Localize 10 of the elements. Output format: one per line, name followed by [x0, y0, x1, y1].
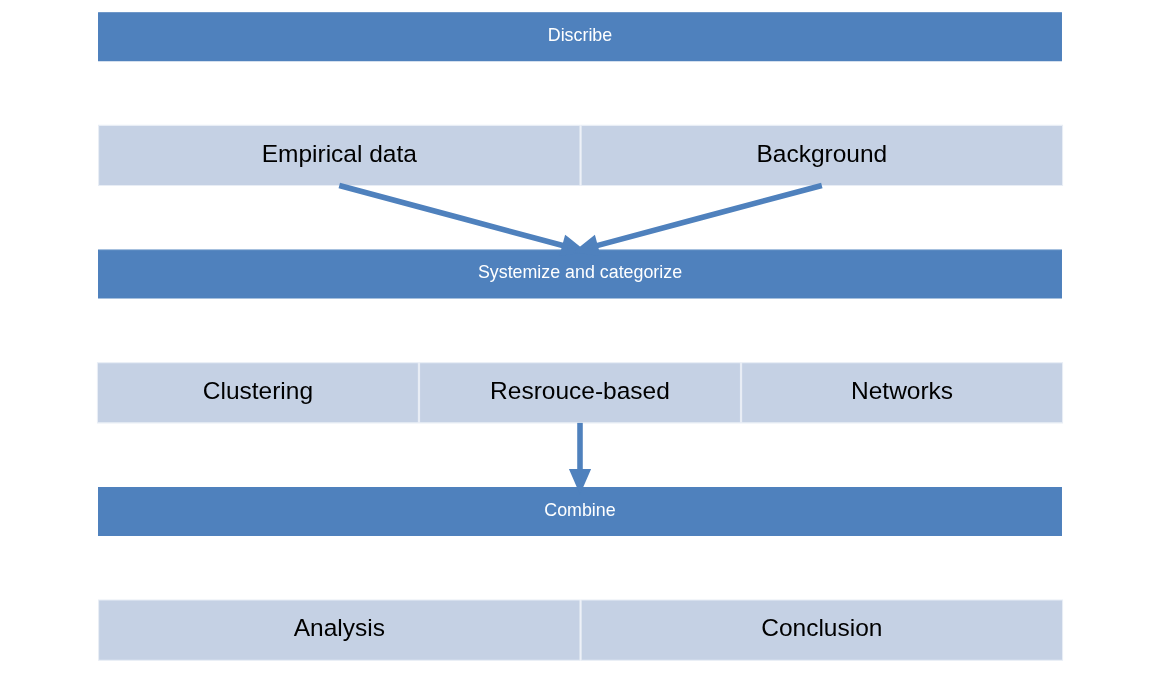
node-box: Resrouce-based [418, 362, 742, 424]
node-box: Clustering [96, 362, 419, 424]
node-box: Discribe [98, 12, 1062, 62]
node-box: Analysis [98, 599, 581, 661]
node-box: Systemize and categorize [98, 249, 1062, 299]
node-box: Networks [741, 362, 1064, 424]
node-box: Empirical data [98, 124, 581, 187]
node-box: Conclusion [580, 599, 1064, 661]
node-box: Background [580, 124, 1064, 187]
node-box: Combine [98, 486, 1062, 536]
